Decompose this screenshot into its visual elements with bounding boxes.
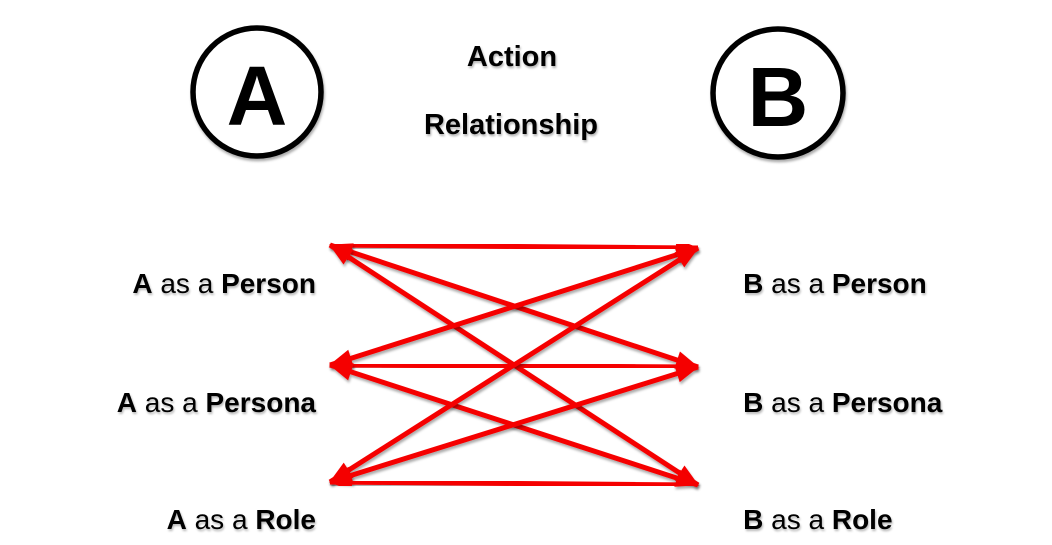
left-label-role: A as a Role bbox=[30, 469, 316, 545]
right-entity-1: B bbox=[743, 387, 764, 418]
relationship-edges-layer bbox=[328, 236, 700, 494]
node-a-letter: A bbox=[227, 49, 288, 143]
left-facet-0: Person bbox=[221, 268, 316, 299]
edge-arrow-2-2 bbox=[329, 473, 699, 494]
right-label-persona: B as a Persona bbox=[712, 352, 1012, 454]
node-a-circle bbox=[190, 25, 324, 159]
edge-arrow-0-0 bbox=[329, 236, 699, 257]
right-middle-2: as a bbox=[763, 504, 832, 535]
node-b-circle bbox=[710, 26, 846, 160]
left-entity-1: A bbox=[116, 387, 138, 418]
left-entity-2: A bbox=[166, 504, 187, 535]
left-middle-0: as a bbox=[152, 268, 222, 299]
action-label: Action bbox=[466, 41, 558, 73]
left-facet-1: Persona bbox=[205, 387, 317, 418]
edge-arrow-2-1 bbox=[329, 364, 699, 485]
right-label-person: B as a Person bbox=[712, 233, 1012, 335]
left-middle-1: as a bbox=[137, 387, 206, 418]
right-facet-1: Persona bbox=[831, 387, 943, 418]
right-middle-1: as a bbox=[763, 387, 832, 418]
right-facet-2: Role bbox=[831, 504, 893, 535]
left-entity-0: A bbox=[132, 268, 153, 299]
right-label-role: B as a Role bbox=[712, 469, 1012, 545]
left-label-person: A as a Person bbox=[30, 233, 316, 335]
left-label-persona: A as a Persona bbox=[30, 352, 316, 454]
left-middle-2: as a bbox=[186, 504, 256, 535]
right-entity-2: B bbox=[743, 504, 764, 535]
relationship-label: Relationship bbox=[423, 109, 598, 141]
node-b-letter: B bbox=[748, 50, 809, 144]
left-facet-2: Role bbox=[255, 504, 316, 535]
right-middle-0: as a bbox=[763, 268, 832, 299]
right-entity-0: B bbox=[743, 268, 764, 299]
right-facet-0: Person bbox=[831, 268, 927, 299]
